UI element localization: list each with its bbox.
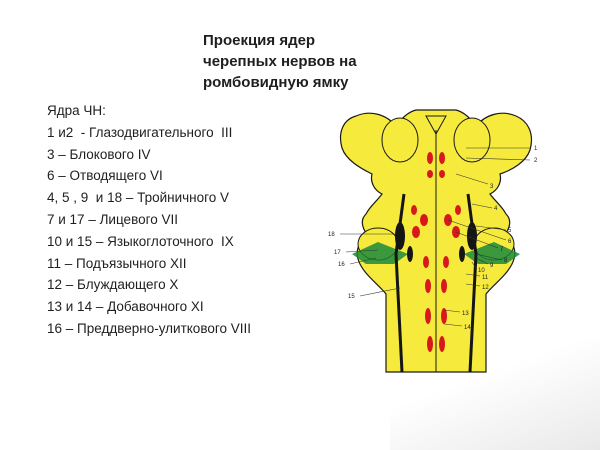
legend-item: 12 – Блуждающего X [47, 277, 179, 293]
diagram-label: 14 [464, 325, 471, 331]
legend-item: 4, 5 , 9 и 18 – Тройничного V [47, 190, 230, 206]
diagram-label: 3 [490, 184, 494, 190]
diagram-label: 11 [482, 275, 489, 281]
motor-nucleus [425, 308, 431, 324]
diagram-label: 6 [508, 239, 512, 245]
title-line: Проекция ядер [203, 32, 316, 49]
motor-nucleus [423, 256, 429, 268]
trigeminal-nucleus [411, 205, 417, 215]
title-line: черепных нервов на [203, 53, 357, 70]
legend-heading: Ядра ЧН: [47, 103, 106, 118]
trochlear-nucleus [439, 170, 445, 178]
pineal-region [425, 115, 447, 136]
diagram-label: 4 [494, 206, 498, 212]
colliculus-left [381, 117, 419, 163]
legend-item: 6 – Отводящего VI [47, 168, 163, 184]
dark-nucleus-small-left [407, 246, 413, 262]
dark-nucleus-left [395, 222, 405, 250]
oculomotor-nucleus [439, 152, 445, 164]
legend-item: 10 и 15 – Языкоглоточного IX [47, 233, 234, 249]
dark-nucleus-right [467, 222, 477, 250]
motor-nucleus [441, 308, 447, 324]
nuclei-legend: Ядра ЧН: 1 и2 - Глазодвигательного III 3… [47, 100, 317, 340]
diagram-label: 7 [500, 247, 504, 253]
diagram-label: 13 [462, 311, 469, 317]
diagram-label: 2 [534, 158, 538, 164]
leader-lines-left [340, 233, 401, 297]
sensory-column-left [394, 193, 406, 373]
motor-nucleus [427, 336, 433, 352]
facial-nucleus [412, 226, 420, 238]
diagram-label: 17 [334, 250, 341, 256]
brainstem-diagram: 1 2 3 4 5 6 7 8 9 10 11 12 13 14 18 17 1… [328, 109, 538, 373]
diagram-label: 5 [508, 228, 512, 234]
motor-nucleus [443, 256, 449, 268]
dark-nucleus-small-right [459, 246, 465, 262]
leader-lines-right [443, 147, 531, 327]
trigeminal-nucleus [455, 205, 461, 215]
legend-item: 7 и 17 – Лицевого VII [47, 211, 178, 227]
title-line: ромбовидную ямку [203, 74, 349, 91]
colliculus-right [453, 117, 491, 163]
diagram-label: 8 [504, 258, 508, 264]
diagram-label: 15 [348, 294, 355, 300]
abducens-nucleus [420, 214, 428, 226]
diagram-label: 12 [482, 285, 489, 291]
diagram-label: 10 [478, 268, 485, 274]
trochlear-nucleus [427, 170, 433, 178]
motor-nuclei [411, 152, 461, 352]
vestibular-field-right [464, 242, 520, 264]
diagram-label: 1 [534, 146, 538, 152]
legend-item: 3 – Блокового IV [47, 146, 151, 162]
vestibular-field-left [352, 242, 408, 264]
labels-right: 1 2 3 4 5 6 7 8 9 10 11 12 13 14 [462, 146, 538, 331]
labels-left: 18 17 16 15 [328, 232, 355, 300]
oculomotor-nucleus [427, 152, 433, 164]
legend-item: 13 и 14 – Добавочного XI [47, 299, 204, 315]
diagram-label: 9 [490, 263, 494, 269]
motor-nucleus [439, 336, 445, 352]
diagram-label: 18 [328, 232, 335, 238]
legend-item: 1 и2 - Глазодвигательного III [47, 124, 233, 140]
slide-title: Проекция ядер черепных нервов на ромбови… [203, 30, 403, 93]
legend-item: 11 – Подъязычного XII [47, 255, 187, 271]
motor-nucleus [425, 279, 431, 293]
legend-item: 16 – Преддверно-улиткового VIII [47, 320, 251, 336]
motor-nucleus [441, 279, 447, 293]
diagram-label: 16 [338, 262, 345, 268]
